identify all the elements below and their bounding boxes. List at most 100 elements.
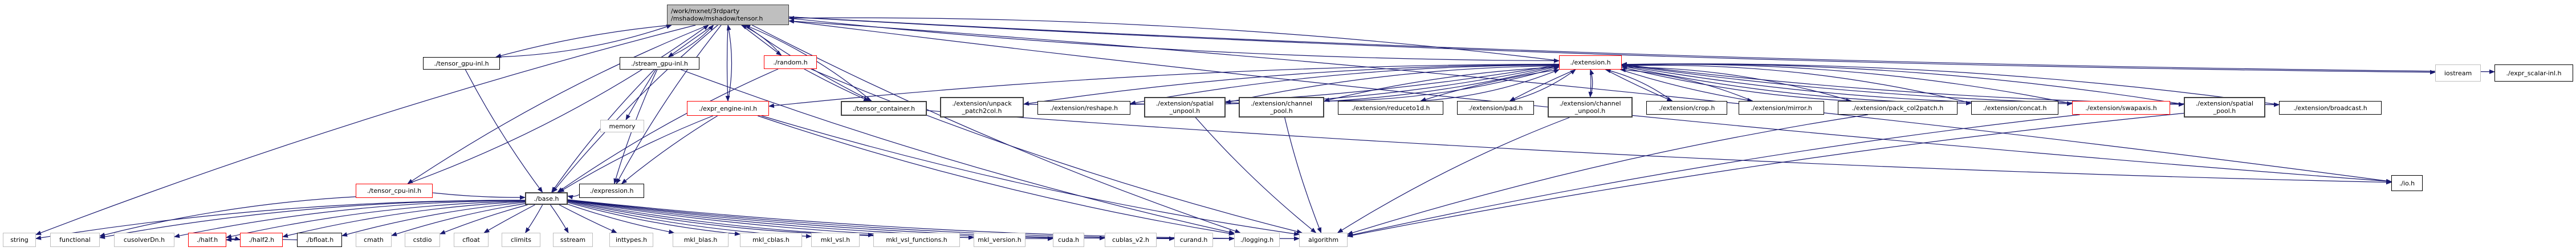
node-ext-reduceto1d[interactable]: ./extension/reduceto1d.h — [1338, 101, 1443, 115]
edge-tensor-to-tensor-gpu-inl — [495, 25, 672, 58]
node-expr-engine-inl[interactable]: ./expr_engine-inl.h — [687, 101, 769, 116]
node-tensor-gpu-inl[interactable]: ./tensor_gpu-inl.h — [423, 57, 500, 70]
edge-random-to-algorithm — [811, 68, 1303, 234]
edge-tensor-to-stream-gpu-inl — [668, 25, 714, 58]
edge-base-to-inttypes — [559, 204, 617, 233]
edge-expression-to-base — [567, 194, 580, 200]
edge-base-to-cusolverDn — [174, 200, 526, 238]
node-cusolverDn[interactable]: cusolverDn.h — [114, 233, 174, 247]
edge-base-to-mkl-vsl-functions — [567, 200, 874, 237]
edge-expr-engine-inl-to-base — [558, 115, 714, 193]
node-cmath[interactable]: cmath — [356, 233, 392, 247]
edge-tensor-gpu-inl-to-base — [465, 69, 543, 193]
node-expression[interactable]: ./expression.h — [579, 184, 644, 198]
node-io[interactable]: ./io.h — [2391, 175, 2423, 191]
edge-ext-channel-pool-to-algorithm — [1284, 117, 1322, 233]
edge-extension-to-tensor — [788, 15, 1560, 62]
node-ext-reshape[interactable]: ./extension/reshape.h — [1037, 101, 1130, 115]
edge-extension-to-ext-spatial-unpool — [1225, 65, 1560, 104]
node-ext-broadcast[interactable]: ./extension/broadcast.h — [2279, 101, 2382, 115]
edge-expr-engine-inl-to-tensor — [726, 25, 732, 102]
edge-ext-pack-to-algorithm — [1347, 114, 1868, 235]
node-bfloat[interactable]: ./bfloat.h — [297, 233, 342, 247]
node-string[interactable]: string — [3, 233, 36, 247]
edge-tensor-to-logging — [752, 25, 1241, 233]
edge-random-to-tensor-container — [804, 68, 870, 102]
node-mkl-blas[interactable]: mkl_blas.h — [673, 233, 729, 247]
node-ext-channel-pool[interactable]: ./extension/channel _pool.h — [1239, 97, 1324, 118]
node-algorithm[interactable]: algorithm — [1299, 233, 1348, 247]
node-iostream[interactable]: iostream — [2435, 64, 2481, 82]
node-climits[interactable]: climits — [502, 233, 540, 247]
node-stream-gpu-inl[interactable]: ./stream_gpu-inl.h — [620, 57, 699, 70]
node-ext-concat[interactable]: ./extension/concat.h — [1971, 101, 2058, 115]
edge-tensor-cpu-inl-to-tensor — [408, 25, 709, 184]
edge-extension-to-ext-broadcast — [1621, 64, 2280, 107]
node-ext-pad[interactable]: ./extension/pad.h — [1457, 101, 1534, 115]
node-ext-spatial-unpool[interactable]: ./extension/spatial _unpool.h — [1144, 97, 1226, 118]
edge-base-to-bfloat — [341, 202, 526, 237]
node-ext-mirror[interactable]: ./extension/mirror.h — [1739, 101, 1824, 115]
node-cstdio[interactable]: cstdio — [405, 233, 440, 247]
edge-extension-to-ext-reduceto1d — [1420, 69, 1560, 102]
node-mkl-vsl-functions[interactable]: mkl_vsl_functions.h — [873, 233, 960, 247]
node-cfloat[interactable]: cfloat — [454, 233, 489, 247]
node-ext-crop[interactable]: ./extension/crop.h — [1646, 101, 1727, 115]
edge-extension-to-ext-channel-pool — [1324, 66, 1560, 102]
node-tensor-container[interactable]: ./tensor_container.h — [841, 101, 927, 116]
node-cublas-v2[interactable]: cublas_v2.h — [1105, 233, 1157, 247]
node-expr-scalar-inl[interactable]: ./expr_scalar-inl.h — [2494, 64, 2573, 82]
edge-base-to-curand — [567, 199, 1175, 241]
edge-base-to-mkl-blas — [567, 204, 675, 234]
edge-ext-reduceto1d-to-extension — [1421, 69, 1560, 102]
edge-base-to-sstream — [550, 204, 569, 233]
edge-base-to-cublas-v2 — [567, 200, 1105, 241]
edge-base-to-half — [226, 200, 526, 239]
node-inttypes[interactable]: inttypes.h — [609, 233, 653, 247]
node-random[interactable]: ./random.h — [764, 55, 817, 69]
edge-random-to-base — [557, 68, 779, 193]
node-tensor-cpu-inl[interactable]: ./tensor_cpu-inl.h — [356, 184, 433, 198]
edge-stream-gpu-inl-to-logging — [681, 69, 1235, 234]
node-ext-swapaxis[interactable]: ./extension/swapaxis.h — [2072, 101, 2170, 115]
edge-tensor-gpu-inl-to-tensor — [495, 25, 672, 58]
node-ext-channel-unpool[interactable]: ./extension/channel _unpool.h — [1548, 97, 1633, 118]
node-half[interactable]: ./half.h — [188, 233, 226, 247]
node-ext-pack[interactable]: ./extension/pack_col2patch.h — [1838, 101, 1958, 115]
edge-extension-to-ext-pad — [1509, 69, 1576, 102]
node-curand[interactable]: curand.h — [1174, 233, 1213, 247]
node-extension[interactable]: ./extension.h — [1559, 55, 1622, 70]
node-half2[interactable]: ./half2.h — [240, 233, 283, 247]
edge-tensor-to-string — [35, 25, 696, 235]
node-functional[interactable]: functional — [50, 233, 100, 247]
edge-tensor-to-base — [552, 25, 718, 193]
edge-expr-engine-inl-to-logging — [758, 115, 1235, 236]
edge-base-to-mkl-cblas — [567, 202, 740, 236]
edge-ext-broadcast-to-extension — [1621, 62, 2280, 106]
edge-extension-to-ext-mirror — [1620, 69, 1753, 103]
node-mkl-version[interactable]: mkl_version.h — [974, 233, 1025, 247]
node-cuda[interactable]: cuda.h — [1053, 233, 1084, 247]
node-tensor[interactable]: /work/mxnet/3rdparty /mshadow/mshadow/te… — [667, 5, 789, 25]
node-logging[interactable]: ./logging.h — [1234, 233, 1280, 247]
node-ext-unpack[interactable]: ./extension/unpack _patch2col.h — [940, 97, 1024, 118]
edge-ext-channel-unpool-to-algorithm — [1337, 117, 1570, 233]
edge-tensor-cpu-inl-to-functional — [99, 196, 356, 237]
edge-extension-to-ext-channel-unpool — [1588, 69, 1593, 98]
edge-base-to-functional — [99, 200, 526, 240]
edge-base-to-climits — [525, 204, 543, 233]
edge-stream-gpu-inl-to-memory — [625, 69, 656, 120]
node-ext-spatial-pool[interactable]: ./extension/spatial _pool.h — [2184, 97, 2265, 118]
node-base[interactable]: ./base.h — [525, 192, 568, 205]
node-mkl-cblas[interactable]: mkl_cblas.h — [740, 233, 802, 247]
edge-tensor-to-tensor-cpu-inl — [407, 25, 709, 184]
node-sstream[interactable]: sstream — [553, 233, 593, 247]
node-mkl-vsl[interactable]: mkl_vsl.h — [811, 233, 860, 247]
edge-tensor-to-expr-scalar-inl — [788, 16, 2495, 74]
edge-ext-channel-pool-to-extension — [1324, 66, 1560, 102]
edge-base-to-half2 — [282, 201, 526, 238]
edge-ext-swapaxis-to-extension — [1621, 62, 2073, 104]
edge-stream-gpu-inl-to-tensor — [668, 25, 714, 58]
node-memory[interactable]: memory — [600, 120, 644, 132]
